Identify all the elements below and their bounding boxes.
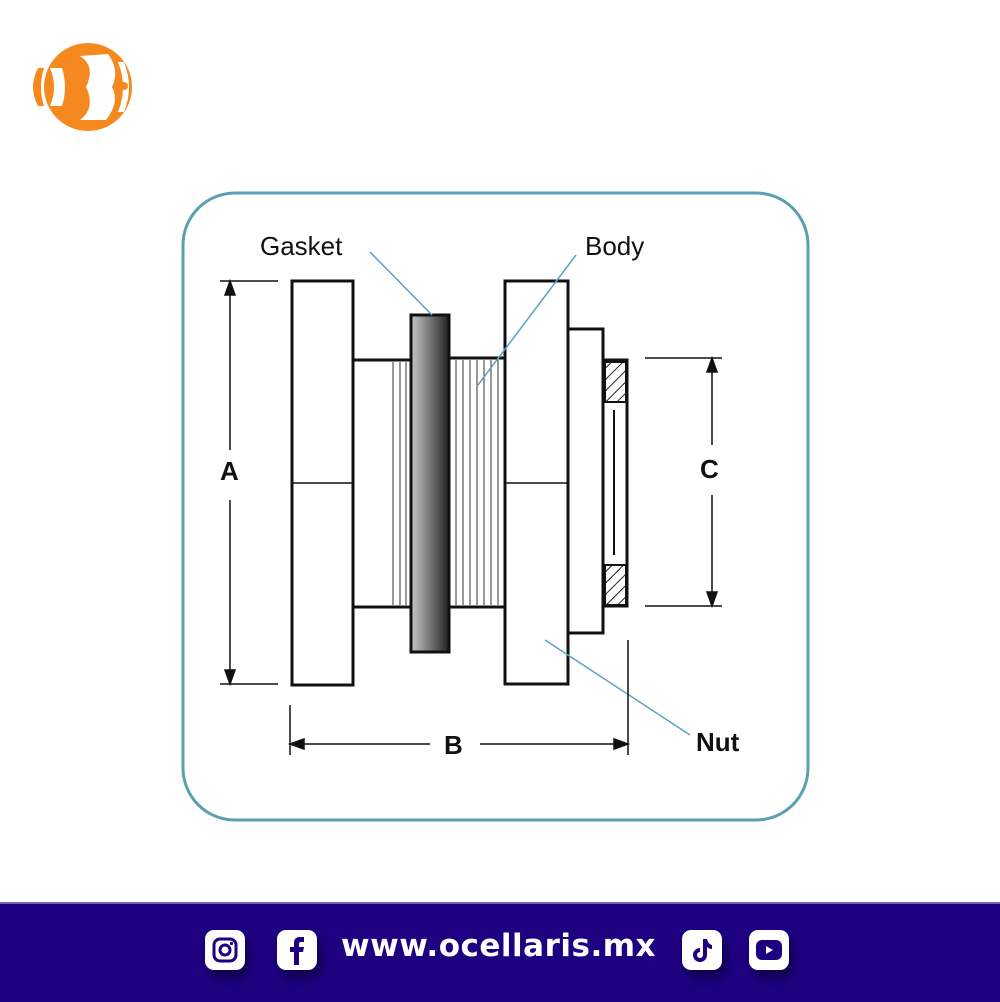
body-left-pipe: [351, 358, 413, 609]
instagram-icon[interactable]: [205, 930, 245, 970]
bulkhead-fitting-diagram: Gasket Body Nut A B C: [181, 191, 810, 822]
facebook-icon[interactable]: [277, 930, 317, 970]
dimension-a: A: [220, 456, 239, 486]
label-body: Body: [585, 231, 644, 261]
tiktok-icon[interactable]: [682, 930, 722, 970]
youtube-icon[interactable]: [749, 930, 789, 970]
ocellaris-logo: [33, 43, 132, 131]
dimension-b: B: [444, 730, 463, 760]
footer-banner: www.ocellaris.mx: [0, 902, 1000, 1002]
gasket: [409, 313, 451, 654]
label-gasket: Gasket: [260, 231, 343, 261]
label-nut: Nut: [696, 727, 740, 757]
dimension-c: C: [700, 454, 719, 484]
nut-step: [566, 327, 605, 635]
website-link[interactable]: www.ocellaris.mx: [341, 928, 657, 964]
